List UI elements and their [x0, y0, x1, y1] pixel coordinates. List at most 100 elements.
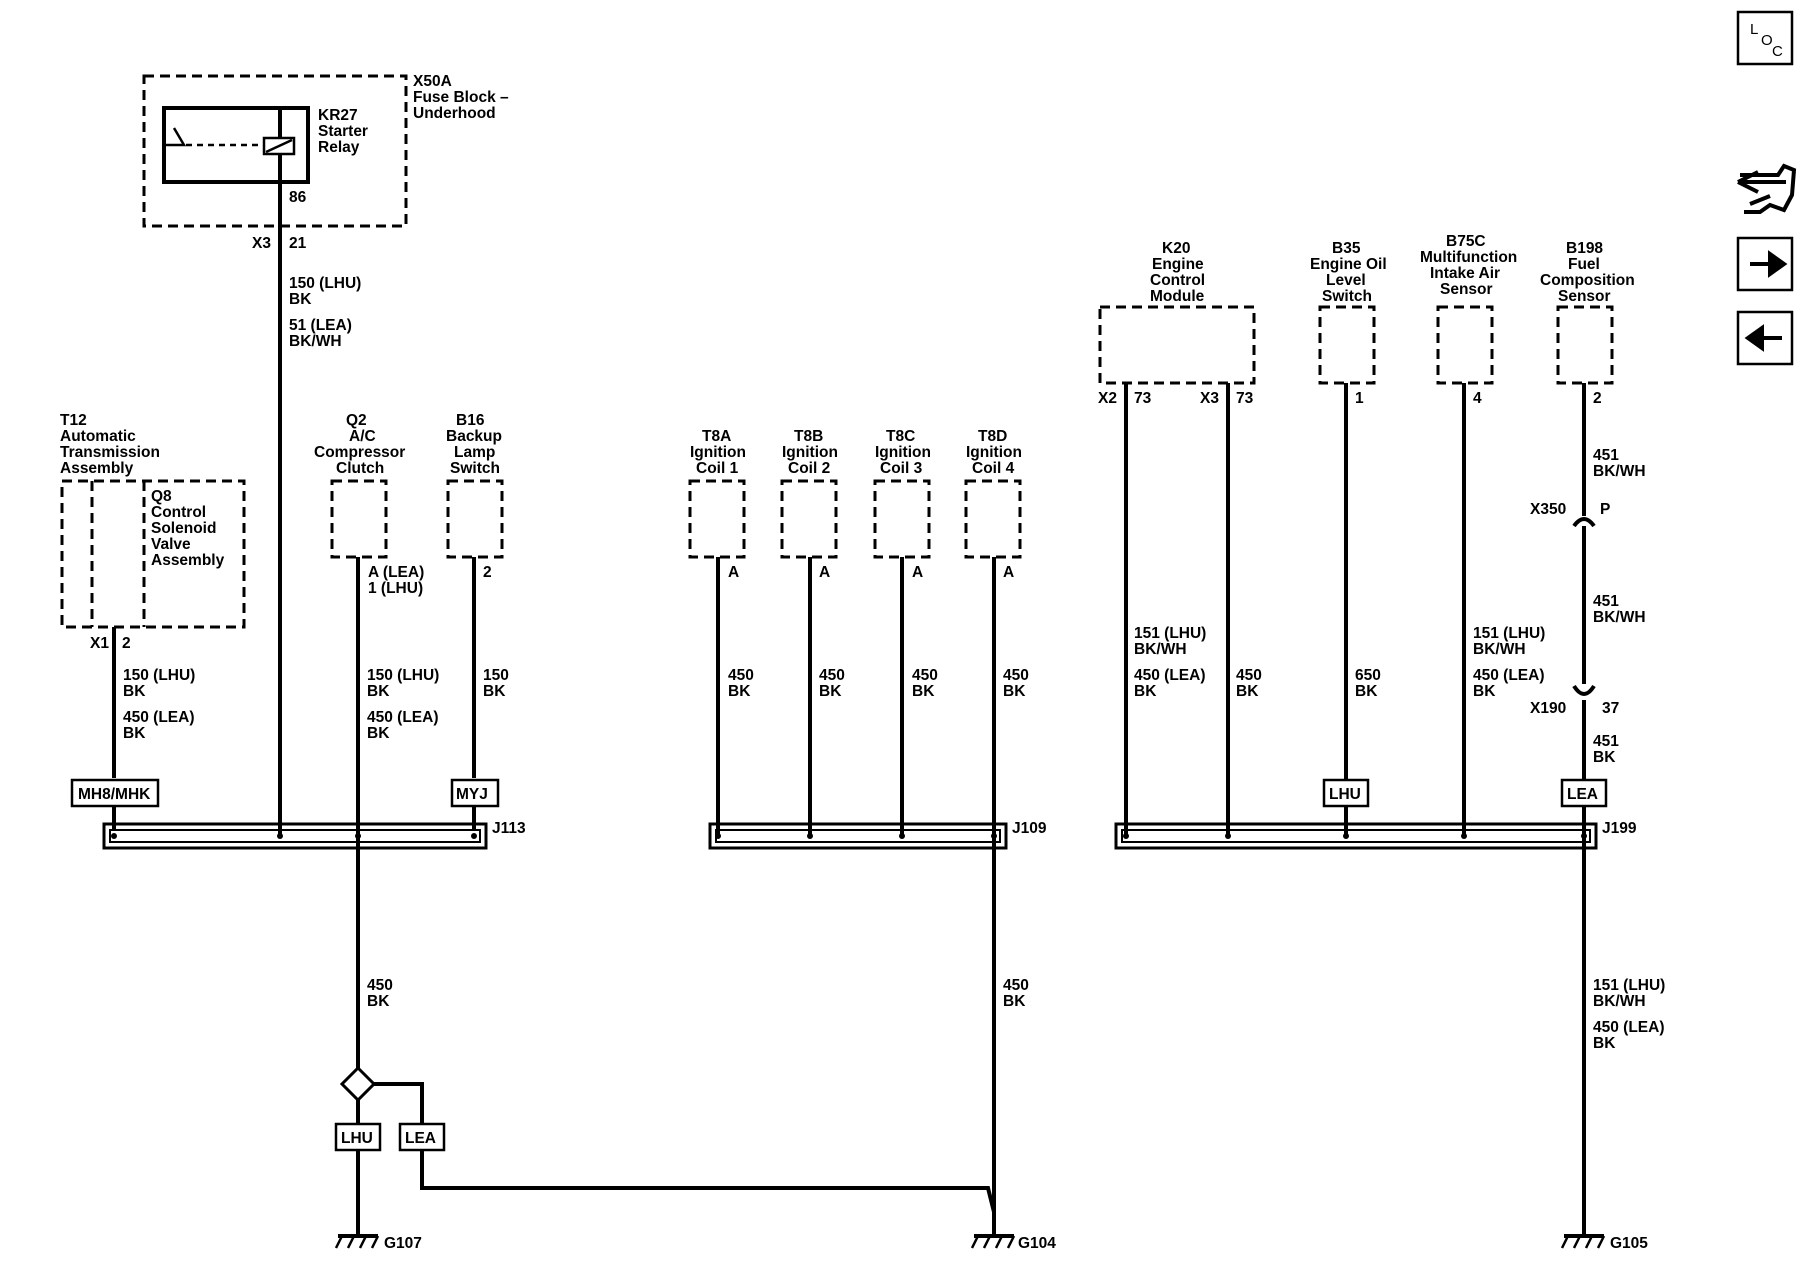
ignition-coil-t8a: T8A Ignition Coil 1 A [688, 428, 746, 581]
b198-wire-top-2: BK/WH [1593, 463, 1646, 480]
svg-text:G105: G105 [1610, 1235, 1648, 1252]
svg-text:G107: G107 [384, 1235, 422, 1252]
b198-wire-mid-1: 451 [1593, 593, 1619, 610]
option-lea-g107: LEA [398, 1122, 446, 1152]
svg-text:Ignition: Ignition [966, 444, 1022, 461]
kr27-label-1: KR27 [318, 107, 358, 124]
svg-text:Coil 1: Coil 1 [696, 460, 739, 477]
loc-letter-l: L [1750, 21, 1758, 38]
svg-text:Intake Air: Intake Air [1430, 265, 1500, 282]
svg-text:Engine Oil: Engine Oil [1310, 256, 1387, 273]
starter-wire-a-2: BK [289, 291, 312, 308]
svg-text:LHU: LHU [341, 1130, 373, 1147]
coil3-wire-2: BK [912, 683, 935, 700]
k20-pin-73b: 73 [1236, 390, 1254, 407]
right-arrow-icon[interactable] [1736, 236, 1794, 292]
g105-wire-b-2: BK [1593, 1035, 1616, 1052]
svg-text:T8D: T8D [978, 428, 1007, 445]
svg-text:Switch: Switch [1322, 288, 1372, 305]
option-lhu-g107: LHU [334, 1122, 382, 1152]
k20-wire-b-1: 450 (LEA) [1134, 667, 1206, 684]
svg-text:MH8/MHK: MH8/MHK [78, 786, 151, 803]
b16-label-4: Switch [450, 460, 500, 477]
svg-text:37: 37 [1602, 700, 1619, 717]
svg-text:P: P [1600, 501, 1610, 518]
k20-pin-x2: X2 [1098, 390, 1117, 407]
splice-j109: J109 [708, 820, 1047, 850]
svg-text:A: A [1003, 564, 1014, 581]
starter-relay-kr27: KR27 Starter Relay 86 [162, 106, 368, 206]
g107-wire-2: BK [367, 993, 390, 1010]
q2-label-2: A/C [349, 428, 376, 445]
svg-text:B35: B35 [1332, 240, 1361, 257]
k20-wire-a-2: BK/WH [1134, 641, 1187, 658]
svg-text:LHU: LHU [1329, 786, 1361, 803]
b198-wire-top-1: 451 [1593, 447, 1619, 464]
option-diamond [339, 1065, 377, 1103]
k20-x3-wire-1: 450 [1236, 667, 1262, 684]
q8-label-3: Solenoid [151, 520, 216, 537]
b16-pin-2: 2 [483, 564, 492, 581]
starter-wire-b-1: 51 (LEA) [289, 317, 352, 334]
coil4-wire-2: BK [1003, 683, 1026, 700]
connector-icon[interactable] [1737, 163, 1797, 214]
q8-label-2: Control [151, 504, 206, 521]
engine-control-module-k20: K20 Engine Control Module X2 73 X3 73 [1098, 240, 1256, 407]
b16-wire-2: BK [483, 683, 506, 700]
svg-text:Ignition: Ignition [782, 444, 838, 461]
ac-compressor-q2: Q2 A/C Compressor Clutch A (LEA) 1 (LHU) [314, 412, 424, 597]
q8-label-4: Valve [151, 536, 191, 553]
g104-wire-1: 450 [1003, 977, 1029, 994]
x50a-label-2: Fuse Block – [413, 89, 509, 106]
svg-text:A: A [912, 564, 923, 581]
q2-wire-a-2: BK [367, 683, 390, 700]
pin-21: 21 [289, 235, 307, 252]
b35-wire-1: 650 [1355, 667, 1381, 684]
svg-text:B198: B198 [1566, 240, 1603, 257]
left-arrow-icon[interactable] [1736, 310, 1794, 366]
svg-text:Module: Module [1150, 288, 1205, 305]
svg-text:J109: J109 [1012, 820, 1047, 837]
loc-icon[interactable]: L O C [1736, 10, 1794, 66]
option-lhu-b35: LHU [1322, 778, 1370, 808]
b16-label-1: B16 [456, 412, 485, 429]
svg-text:Ignition: Ignition [875, 444, 931, 461]
svg-text:A: A [728, 564, 739, 581]
svg-text:LEA: LEA [1567, 786, 1598, 803]
backup-lamp-switch-b16: B16 Backup Lamp Switch 2 [446, 412, 504, 581]
k20-pin-x3: X3 [1200, 390, 1219, 407]
q2-pin-1: A (LEA) [368, 564, 424, 581]
t12-label-2: Automatic [60, 428, 136, 445]
b198-wire-low-1: 451 [1593, 733, 1619, 750]
starter-wire-b-2: BK/WH [289, 333, 342, 350]
svg-text:Coil 2: Coil 2 [788, 460, 830, 477]
b16-label-3: Lamp [454, 444, 495, 461]
k20-wire-b-2: BK [1134, 683, 1157, 700]
b16-label-2: Backup [446, 428, 502, 445]
svg-text:Sensor: Sensor [1558, 288, 1611, 305]
g105-wire-a-1: 151 (LHU) [1593, 977, 1665, 994]
svg-text:A: A [819, 564, 830, 581]
q2-label-3: Compressor [314, 444, 405, 461]
svg-text:Coil 4: Coil 4 [972, 460, 1015, 477]
k20-wire-a-1: 151 (LHU) [1134, 625, 1206, 642]
k20-x3-wire-2: BK [1236, 683, 1259, 700]
svg-text:Fuel: Fuel [1568, 256, 1600, 273]
q8-label-5: Assembly [151, 552, 225, 569]
coil3-wire-1: 450 [912, 667, 938, 684]
t12-label-4: Assembly [60, 460, 134, 477]
loc-letter-c: C [1772, 43, 1783, 60]
intake-air-sensor-b75c: B75C Multifunction Intake Air Sensor 4 [1420, 233, 1517, 407]
svg-text:Composition: Composition [1540, 272, 1635, 289]
q2-label-1: Q2 [346, 412, 367, 429]
q2-wire-a-1: 150 (LHU) [367, 667, 439, 684]
g107-wire-1: 450 [367, 977, 393, 994]
t12-wire-b-1: 450 (LEA) [123, 709, 195, 726]
coil4-wire-1: 450 [1003, 667, 1029, 684]
svg-text:T8A: T8A [702, 428, 731, 445]
b35-pin-1: 1 [1355, 390, 1364, 407]
svg-text:B75C: B75C [1446, 233, 1486, 250]
svg-text:J199: J199 [1602, 820, 1637, 837]
b75c-pin-4: 4 [1473, 390, 1482, 407]
